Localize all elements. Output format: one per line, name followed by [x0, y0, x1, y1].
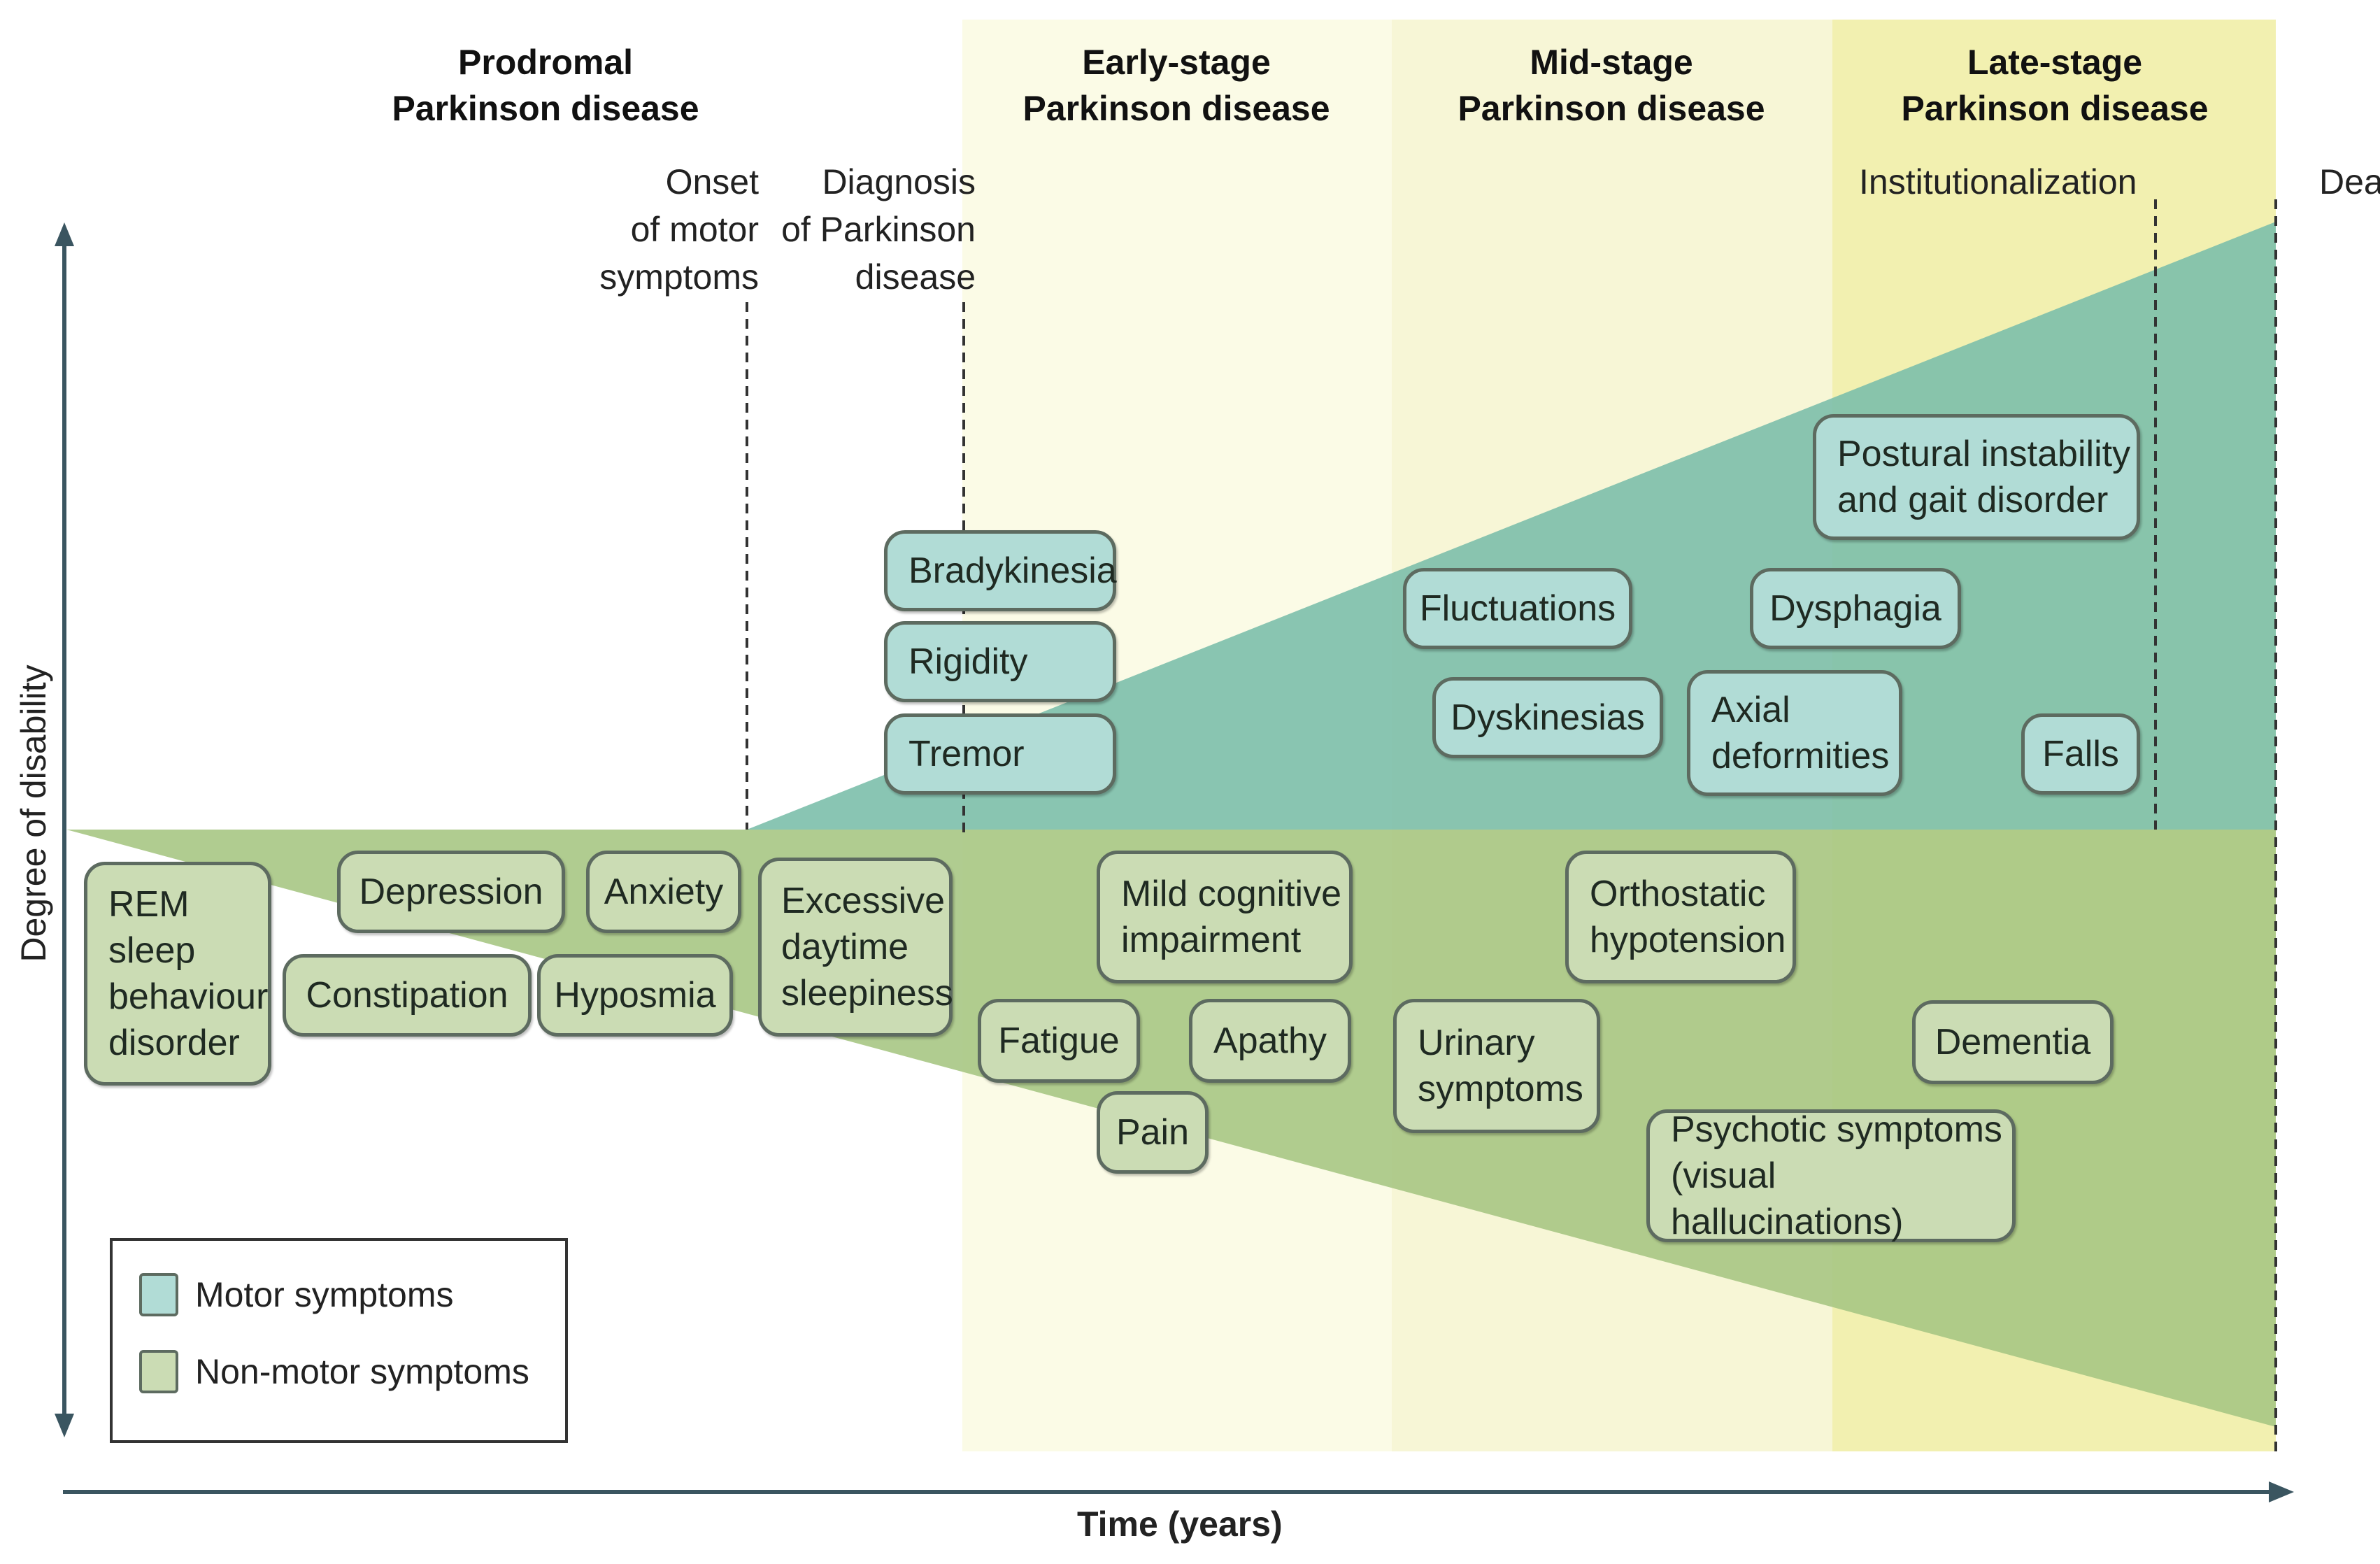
stage-title-late: Late-stage Parkinson disease — [1880, 39, 2230, 131]
legend-label-non-motor: Non-motor symptoms — [195, 1352, 529, 1391]
marker-diagnosis: Diagnosis of Parkinson disease — [781, 162, 976, 297]
non-motor-symptom-label: Fatigue — [998, 1021, 1120, 1061]
stage-title-mid: Mid-stage Parkinson disease — [1437, 39, 1786, 131]
motor-symptom-box: Dysphagia — [1750, 568, 1961, 649]
motor-symptom-label: Falls — [2042, 734, 2119, 774]
non-motor-symptom-box: Excessive daytime sleepiness — [758, 858, 953, 1037]
non-motor-symptom-label: Depression — [359, 872, 543, 912]
motor-symptom-box: Axial deformities — [1687, 670, 1902, 796]
y-axis-label: Degree of disability — [14, 664, 53, 962]
non-motor-symptom-label: Mild cognitive impairment — [1121, 874, 1342, 960]
marker-death: Death — [2319, 162, 2380, 201]
legend-item-motor: Motor symptoms — [139, 1273, 454, 1316]
non-motor-symptom-box: Urinary symptoms — [1393, 999, 1600, 1133]
non-motor-symptom-label: REM sleep behaviour disorder — [108, 884, 269, 1063]
motor-symptom-label: Tremor — [908, 734, 1025, 774]
stage-title-prodromal-line2: Parkinson disease — [392, 89, 699, 128]
non-motor-symptom-box: Hyposmia — [537, 954, 733, 1037]
motor-symptom-box: Rigidity — [884, 621, 1116, 702]
non-motor-symptom-label: Psychotic symptoms (visual hallucination… — [1671, 1109, 2002, 1242]
motor-symptom-label: Dyskinesias — [1451, 697, 1645, 738]
motor-symptom-box: Bradykinesia — [884, 530, 1117, 611]
stage-title-prodromal-line1: Prodromal — [457, 43, 634, 82]
stage-title-late-line1: Late-stage — [1967, 43, 2143, 82]
motor-symptom-box: Falls — [2021, 713, 2140, 795]
non-motor-symptom-label: Anxiety — [604, 872, 724, 912]
non-motor-symptom-label: Dementia — [1934, 1022, 2091, 1062]
non-motor-symptom-box: Orthostatic hypotension — [1565, 851, 1796, 983]
non-motor-symptom-box: Apathy — [1189, 999, 1351, 1083]
legend: Motor symptoms Non-motor symptoms — [110, 1238, 568, 1443]
non-motor-symptom-label: Excessive daytime sleepiness — [781, 881, 953, 1014]
non-motor-symptom-box: Pain — [1097, 1091, 1209, 1174]
motor-symptom-label: Bradykinesia — [908, 550, 1117, 591]
non-motor-symptom-label: Pain — [1116, 1112, 1190, 1153]
y-axis-arrow-up — [55, 222, 74, 246]
stage-title-prodromal: Prodromal Parkinson disease — [371, 39, 720, 131]
stage-title-mid-line2: Parkinson disease — [1458, 89, 1765, 128]
x-axis-arrow — [2269, 1481, 2294, 1502]
motor-symptom-label: Dysphagia — [1769, 588, 1941, 629]
non-motor-symptom-box: Dementia — [1912, 1000, 2114, 1084]
non-motor-symptom-label: Constipation — [306, 975, 508, 1016]
non-motor-symptom-box: REM sleep behaviour disorder — [84, 862, 271, 1086]
y-axis-arrow-down — [55, 1414, 74, 1437]
motor-symptom-box: Postural instability and gait disorder — [1813, 414, 2140, 540]
motor-symptom-box: Dyskinesias — [1432, 677, 1663, 758]
stage-title-early-line2: Parkinson disease — [1022, 89, 1330, 128]
legend-label-motor: Motor symptoms — [195, 1275, 454, 1314]
motor-symptom-label: Fluctuations — [1419, 588, 1616, 629]
stage-title-mid-line1: Mid-stage — [1530, 43, 1693, 82]
non-motor-symptom-box: Constipation — [283, 954, 532, 1037]
motor-symptom-label: Postural instability and gait disorder — [1837, 434, 2131, 520]
non-motor-symptom-box: Depression — [337, 851, 565, 933]
x-axis-label: Time (years) — [1077, 1505, 1283, 1544]
motor-symptom-label: Axial deformities — [1711, 690, 1890, 776]
marker-onset-motor-symptoms: Onset of motor symptoms — [599, 162, 759, 297]
non-motor-symptom-box: Mild cognitive impairment — [1097, 851, 1353, 983]
legend-swatch-non-motor — [139, 1350, 178, 1393]
marker-institutionalization: Institutionalization — [1859, 162, 2137, 201]
non-motor-symptom-box: Fatigue — [978, 999, 1140, 1083]
non-motor-symptom-label: Apathy — [1213, 1021, 1327, 1061]
legend-swatch-motor — [139, 1273, 178, 1316]
non-motor-symptom-label: Hyposmia — [554, 975, 716, 1016]
motor-symptom-box: Tremor — [884, 713, 1116, 795]
non-motor-symptom-box: Psychotic symptoms (visual hallucination… — [1646, 1109, 2016, 1242]
stage-title-late-line2: Parkinson disease — [1901, 89, 2209, 128]
non-motor-symptom-box: Anxiety — [586, 851, 741, 933]
non-motor-symptom-label: Urinary symptoms — [1418, 1023, 1583, 1109]
non-motor-symptom-label: Orthostatic hypotension — [1590, 874, 1786, 960]
motor-symptom-label: Rigidity — [908, 641, 1028, 682]
motor-symptom-box: Fluctuations — [1403, 568, 1632, 649]
stage-title-early: Early-stage Parkinson disease — [1002, 39, 1351, 131]
legend-item-non-motor: Non-motor symptoms — [139, 1350, 529, 1393]
stage-title-early-line1: Early-stage — [1082, 43, 1271, 82]
